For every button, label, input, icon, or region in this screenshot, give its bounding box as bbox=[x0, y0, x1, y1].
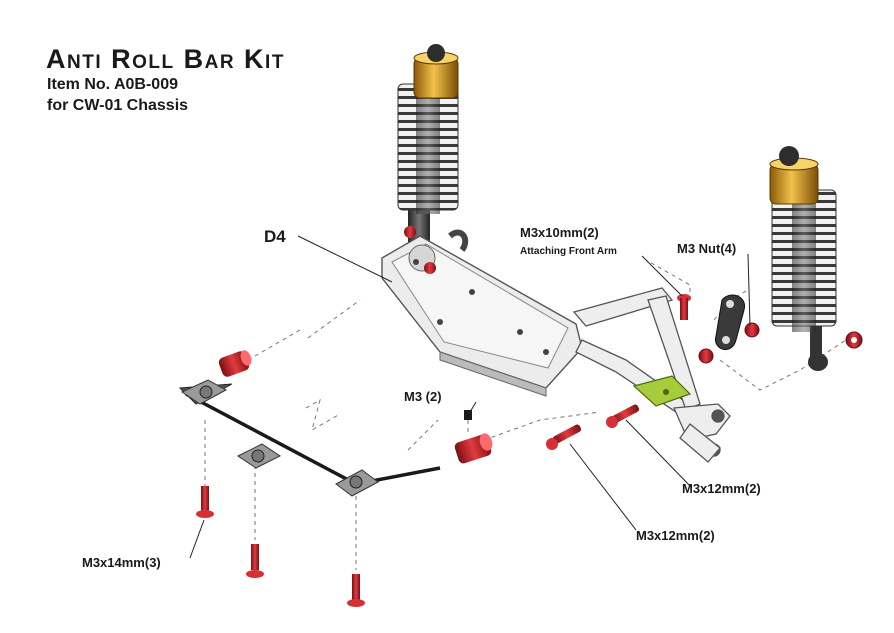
chassis-compatibility: for CW-01 Chassis bbox=[47, 97, 189, 114]
m3-nuts bbox=[698, 322, 863, 364]
screw-m3x12-pair-b bbox=[546, 424, 582, 450]
label-m3x10: M3x10mm(2) bbox=[520, 225, 599, 240]
right-shock-absorber bbox=[769, 146, 837, 371]
front-arm bbox=[572, 287, 731, 463]
screw-m3x10 bbox=[677, 294, 691, 320]
rod-end-link bbox=[715, 294, 746, 350]
mount-block-3 bbox=[335, 469, 379, 497]
mount-block-2 bbox=[237, 443, 281, 469]
item-number: Item No. A0B-009 bbox=[47, 76, 178, 93]
green-bracket bbox=[632, 375, 692, 407]
label-m3x12-b: M3x12mm(2) bbox=[636, 528, 715, 543]
label-m3x12-a: M3x12mm(2) bbox=[682, 481, 761, 496]
m3-set-screw bbox=[464, 410, 472, 420]
label-d4: D4 bbox=[264, 227, 286, 246]
kit-title: Anti Roll Bar Kit bbox=[46, 44, 285, 74]
label-m3: M3 (2) bbox=[404, 389, 442, 404]
left-shock-absorber bbox=[397, 44, 459, 264]
d4-plate bbox=[381, 229, 583, 397]
spacer-upper bbox=[218, 350, 252, 377]
spacer-lower bbox=[454, 433, 493, 464]
label-m3x14: M3x14mm(3) bbox=[82, 555, 161, 570]
leader-lines bbox=[189, 235, 751, 559]
screw-m3x12-pair-a bbox=[606, 404, 640, 428]
screws-m3x14 bbox=[196, 486, 365, 607]
mount-block-1 bbox=[180, 379, 228, 405]
label-attaching-front-arm: Attaching Front Arm bbox=[520, 246, 617, 257]
label-m3-nut: M3 Nut(4) bbox=[677, 241, 737, 256]
anti-roll-bar bbox=[178, 379, 441, 497]
